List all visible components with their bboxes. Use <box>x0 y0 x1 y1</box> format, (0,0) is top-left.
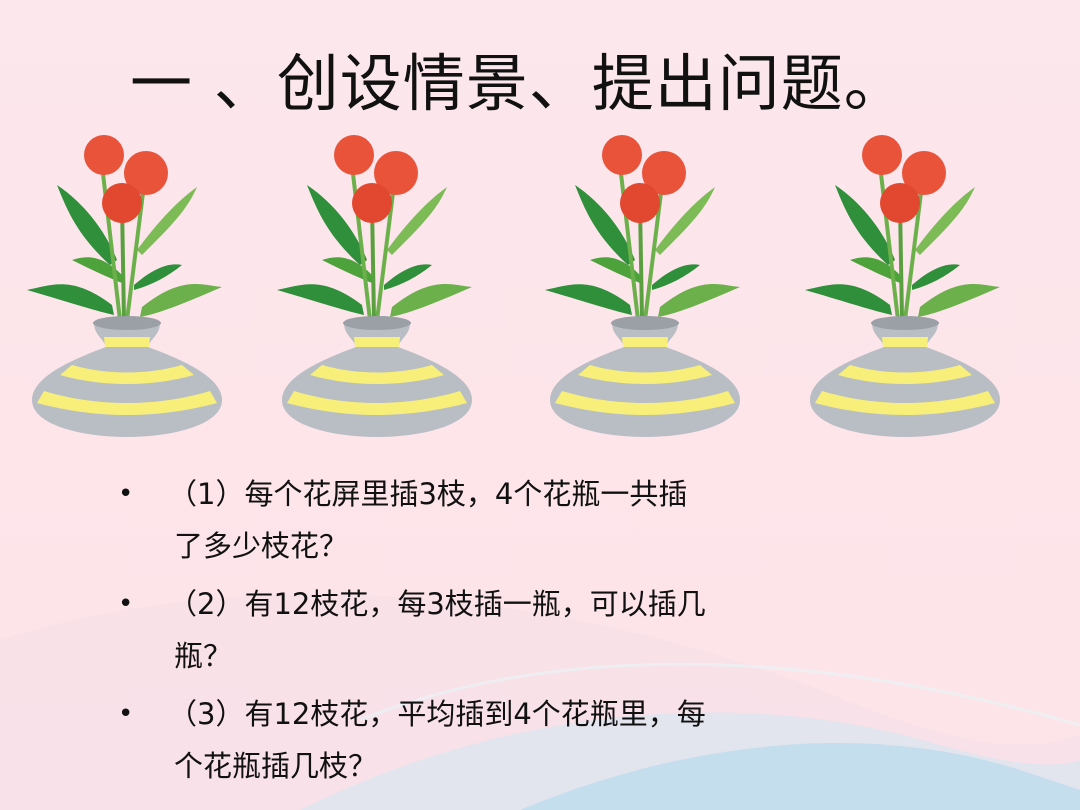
flower-vase-icon <box>22 125 232 445</box>
flower-vase-icon <box>800 125 1010 445</box>
list-item: • （2）有12枝花，每3枝插一瓶，可以插几 瓶？ <box>118 578 838 682</box>
bullet-dot: • <box>118 479 134 509</box>
question-text-line: 瓶？ <box>174 639 233 673</box>
question-text-line: 个花瓶插几枝？ <box>174 749 378 783</box>
list-item: • （1）每个花屏里插3枝，4个花瓶一共插 了多少枝花？ <box>118 468 838 572</box>
list-item: • （3）有12枝花，平均插到4个花瓶里，每 个花瓶插几枝？ <box>118 688 838 792</box>
bullet-dot: • <box>118 699 134 729</box>
question-list: • （1）每个花屏里插3枝，4个花瓶一共插 了多少枝花？ • （2）有12枝花，… <box>118 468 838 792</box>
question-text-line: 了多少枝花？ <box>174 529 349 563</box>
question-text-line: （2）有12枝花，每3枝插一瓶，可以插几 <box>168 587 706 621</box>
flower-vase-icon <box>540 125 750 445</box>
page-title: 一 、创设情景、提出问题。 <box>130 47 907 120</box>
flower-vase-icon <box>272 125 482 445</box>
question-text-line: （1）每个花屏里插3枝，4个花瓶一共插 <box>168 477 688 511</box>
bullet-dot: • <box>118 589 134 619</box>
question-text-line: （3）有12枝花，平均插到4个花瓶里，每 <box>168 697 706 731</box>
